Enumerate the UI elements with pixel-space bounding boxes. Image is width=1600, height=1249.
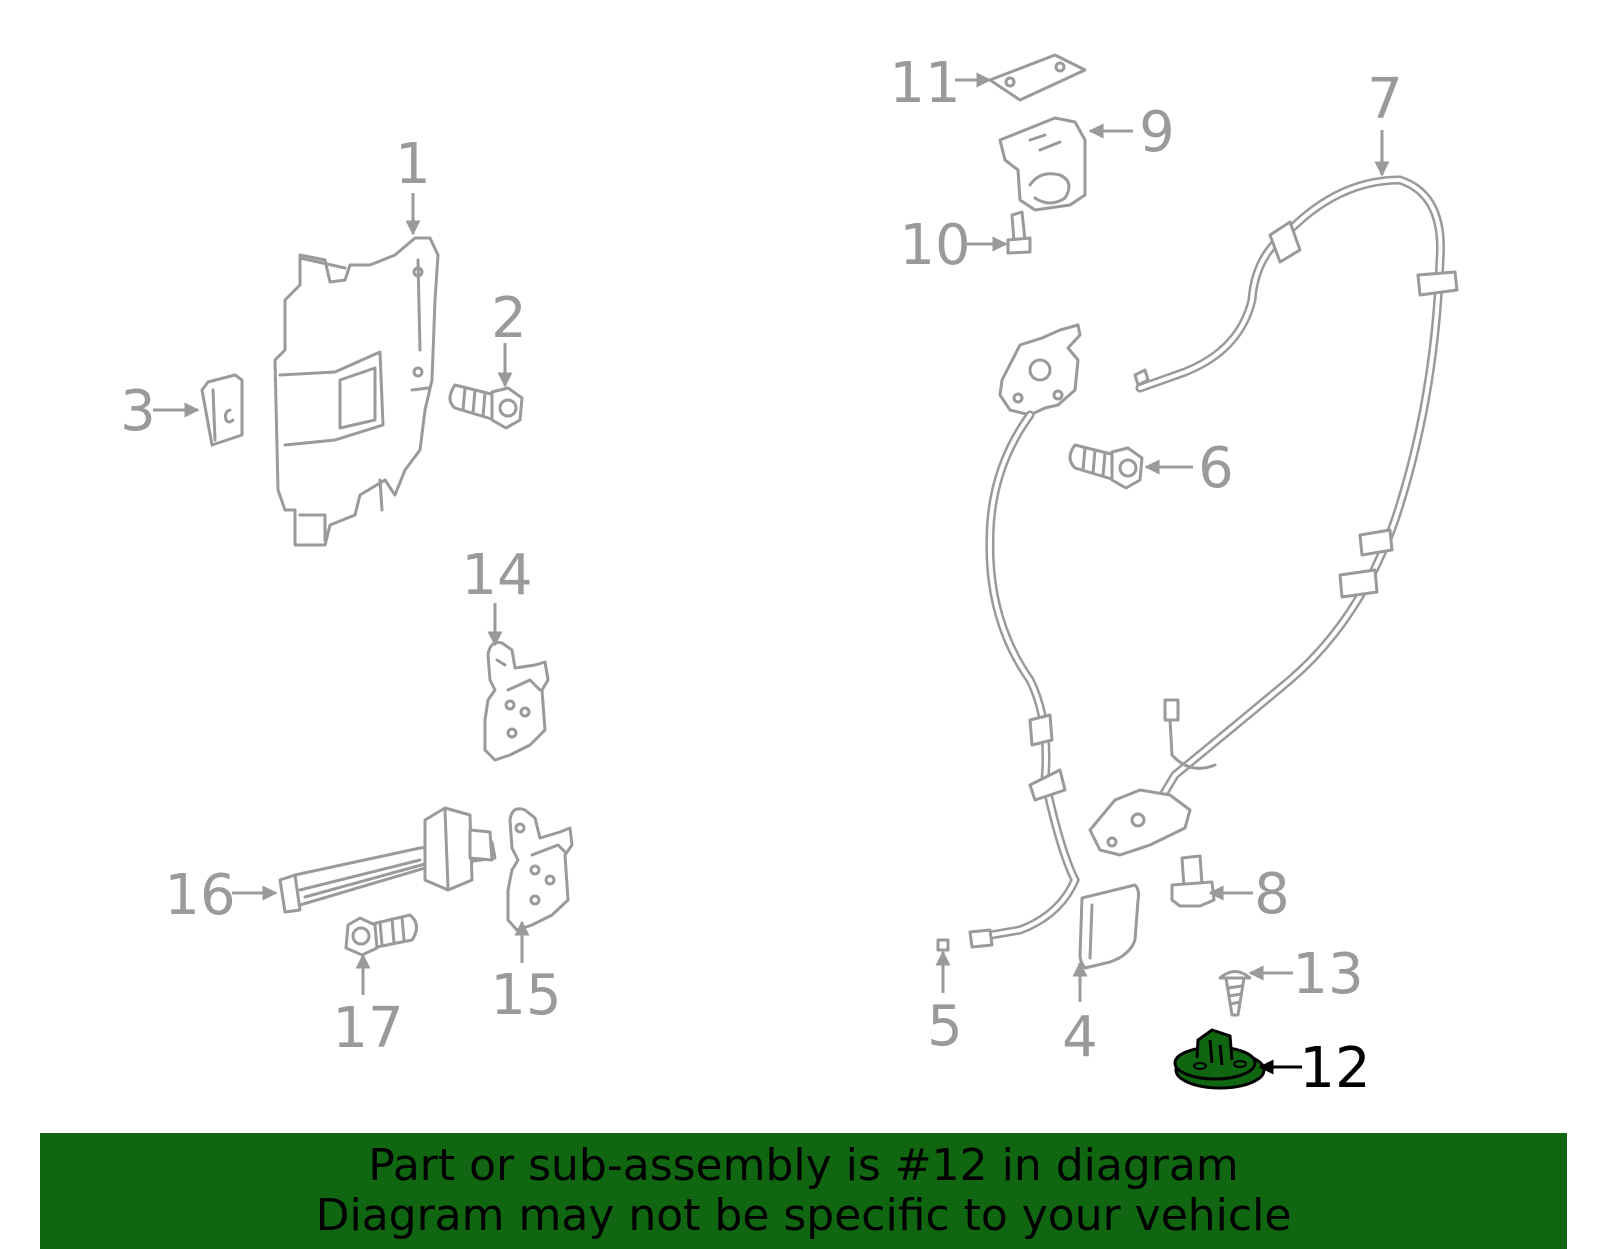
- part-12-striker-highlighted: [1173, 1028, 1266, 1090]
- callout-15: 15: [490, 963, 561, 1028]
- callout-5: 5: [927, 994, 963, 1059]
- callout-13: 13: [1292, 942, 1363, 1007]
- callout-14: 14: [461, 543, 532, 608]
- banner-line-disclaimer: Diagram may not be specific to your vehi…: [315, 1190, 1292, 1241]
- callout-12: 12: [1299, 1036, 1370, 1101]
- part-8-bolt: [1170, 854, 1216, 908]
- callout-2: 2: [491, 286, 527, 351]
- part-14-hinge: [483, 641, 550, 762]
- callout-8: 8: [1254, 862, 1290, 927]
- callout-10: 10: [899, 213, 970, 278]
- part-4-pad: [1078, 883, 1141, 970]
- banner-line-part-info: Part or sub-assembly is #12 in diagram: [368, 1140, 1239, 1191]
- callout-labels: 1 2 3 4 5 6 7 8 9 10 11 12 13 14 15 16 1…: [120, 51, 1403, 1101]
- callout-6: 6: [1198, 436, 1234, 501]
- callout-7: 7: [1367, 67, 1403, 132]
- callout-9: 9: [1139, 100, 1175, 165]
- callout-1: 1: [395, 132, 431, 197]
- part-2-bolt: [448, 383, 524, 430]
- part-11-plate: [988, 53, 1087, 102]
- part-17-bolt: [344, 913, 418, 957]
- callout-4: 4: [1062, 1005, 1098, 1070]
- part-3-clip: [200, 373, 244, 447]
- part-10-bolt: [1006, 210, 1032, 255]
- part-6-bolt: [1068, 443, 1144, 490]
- part-5-latch-cable: [936, 323, 1082, 952]
- info-banner: Part or sub-assembly is #12 in diagram D…: [40, 1133, 1567, 1249]
- callout-16: 16: [164, 863, 235, 928]
- part-16-check-strap: [278, 806, 497, 914]
- part-15-hinge: [506, 807, 574, 932]
- part-13-screw: [1218, 970, 1252, 1017]
- leader-arrows: [153, 72, 1390, 1075]
- part-1-bracket: [273, 236, 440, 547]
- callout-11: 11: [889, 51, 960, 116]
- part-9-striker: [998, 116, 1087, 212]
- callout-3: 3: [120, 379, 156, 444]
- part-7-cable: [1088, 175, 1459, 857]
- callout-17: 17: [332, 996, 403, 1061]
